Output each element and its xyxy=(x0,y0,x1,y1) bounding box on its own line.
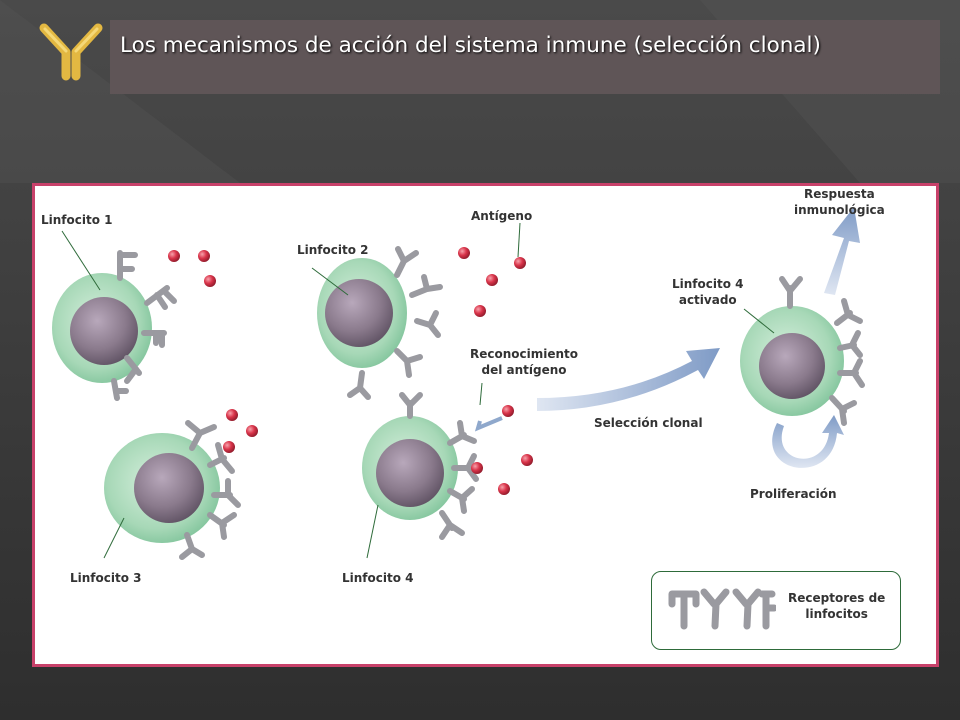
receptor-legend-icon xyxy=(668,588,776,630)
lymphocyte-1 xyxy=(52,250,177,401)
clonal-selection-diagram xyxy=(52,207,865,560)
lymphocyte-4 xyxy=(362,392,479,540)
antigens xyxy=(168,247,533,495)
label-linfocito-4: Linfocito 4 xyxy=(342,571,414,585)
proliferation-arrow xyxy=(772,415,844,468)
immune-response-arrow xyxy=(824,207,860,295)
recognition-arrow xyxy=(474,416,503,432)
leader-lines xyxy=(61,222,775,559)
label-seleccion-clonal: Selección clonal xyxy=(594,416,703,430)
activated-lymphocyte-4 xyxy=(740,276,865,426)
legend-label: Receptores de linfocitos xyxy=(788,591,886,621)
antibody-logo-icon xyxy=(39,23,103,81)
lymphocyte-2 xyxy=(317,246,443,400)
label-linfocito-1: Linfocito 1 xyxy=(41,213,113,227)
label-linfocito-3: Linfocito 3 xyxy=(70,571,142,585)
clonal-selection-arrow xyxy=(537,348,720,411)
label-linfocito-4-activado: Linfocito 4 activado xyxy=(672,277,744,307)
label-respuesta: Respuesta inmunológica xyxy=(794,187,885,217)
label-proliferacion: Proliferación xyxy=(750,487,837,501)
label-reconocimiento: Reconocimiento del antígeno xyxy=(470,347,579,377)
title-bar xyxy=(110,20,940,94)
legend-box xyxy=(651,571,901,650)
page-title: Los mecanismos de acción del sistema inm… xyxy=(120,33,821,58)
lymphocyte-3 xyxy=(104,420,241,560)
label-linfocito-2: Linfocito 2 xyxy=(297,243,369,257)
label-antigeno: Antígeno xyxy=(471,209,533,223)
